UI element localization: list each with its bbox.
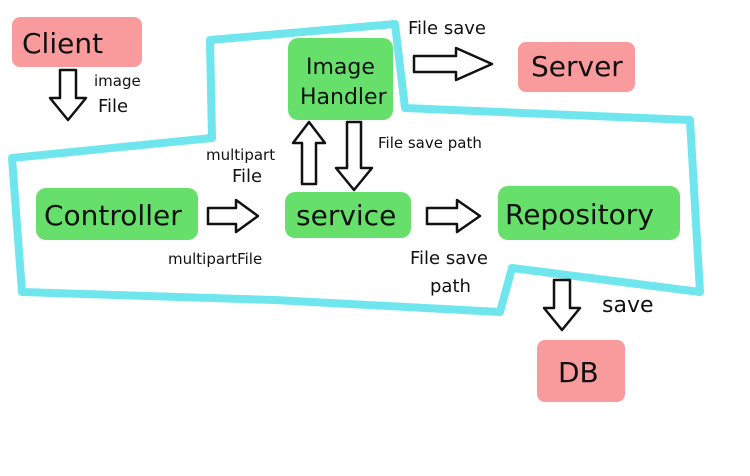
arrow-handler-to-server — [412, 46, 494, 82]
controller-label: Controller — [44, 199, 182, 232]
handler-to-server-label: File save — [408, 18, 486, 39]
arrow-controller-to-service — [206, 198, 260, 234]
service-to-handler-label-line2: File — [232, 166, 262, 187]
controller-node — [36, 188, 198, 240]
service-to-handler-label-line1: multipart — [206, 146, 275, 164]
arrow-handler-to-service — [334, 120, 374, 192]
image-handler-label-line2: Handler — [300, 85, 388, 110]
server-label: Server — [531, 50, 623, 83]
arrow-service-to-handler — [291, 120, 327, 186]
client-label: Client — [22, 27, 103, 60]
client-to-controller-label-line2: File — [98, 96, 128, 117]
service-to-repository-label-line2: path — [430, 276, 471, 297]
service-label: service — [296, 199, 396, 232]
server-node — [518, 42, 635, 92]
arrow-repository-to-db — [542, 278, 582, 332]
image-handler-label-line1: Image — [306, 55, 375, 80]
service-to-repository-label-line1: File save — [410, 248, 488, 269]
arrow-service-to-repository — [425, 198, 482, 234]
repository-label: Repository — [505, 198, 654, 231]
image-handler-node — [288, 38, 393, 120]
repository-node — [498, 186, 680, 240]
db-node — [537, 340, 625, 402]
service-node — [285, 192, 411, 238]
handler-to-service-label: File save path — [378, 134, 482, 152]
controller-to-service-label: multipartFile — [168, 250, 262, 268]
client-to-controller-label-line1: image — [94, 72, 141, 90]
db-label: DB — [558, 356, 599, 389]
application-boundary — [8, 20, 704, 316]
client-node — [12, 17, 142, 67]
arrow-client-to-controller — [48, 68, 88, 122]
repository-to-db-label: save — [602, 293, 654, 318]
